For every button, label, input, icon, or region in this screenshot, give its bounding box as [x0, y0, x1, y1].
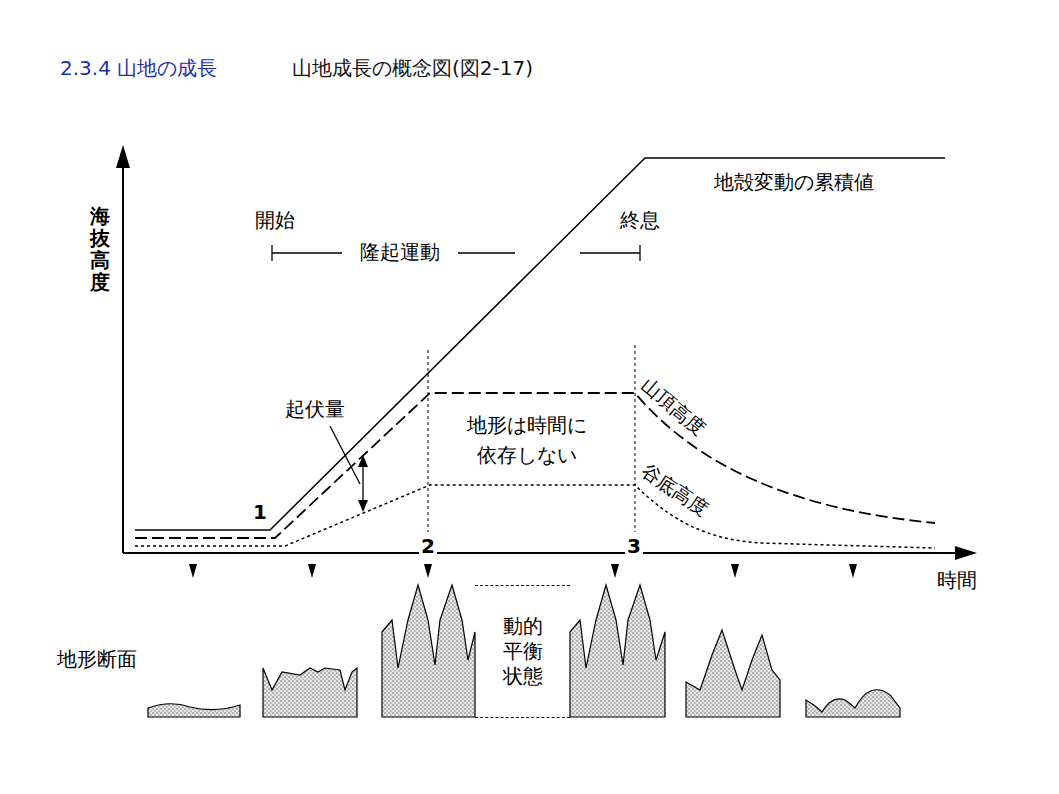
phase-label: 終息 [618, 208, 662, 232]
phase-label: 開始 [253, 208, 297, 232]
arrow-head [358, 500, 368, 512]
note-text: 地形は時間に 依存しない [455, 410, 599, 470]
axis-label: 海抜高度 [90, 205, 110, 293]
curve-label: 山頂高度 [635, 372, 711, 441]
arrow-head [358, 455, 368, 467]
callout-number: 2 [419, 534, 437, 558]
relief-arrow [330, 426, 363, 506]
axis-arrow [116, 145, 130, 168]
landform-profiles [148, 585, 900, 717]
section-label: 地形断面 [55, 647, 139, 671]
callout-number: 1 [251, 500, 269, 524]
summit-curve [135, 393, 935, 538]
valley-curve [135, 485, 935, 548]
cumulative-line [135, 158, 945, 530]
axis-arrow [955, 546, 977, 560]
span-label: 隆起運動 [358, 240, 442, 264]
relief-label: 起伏量 [283, 397, 347, 421]
axis-label: 時間 [935, 568, 979, 592]
uplift-span [272, 245, 640, 261]
equilibrium-box: 動的 平衡 状態 [475, 585, 570, 718]
box-text: 動的 平衡 状態 [491, 614, 555, 689]
slide-title: 2.3.4 山地の成長 [60, 56, 217, 80]
curve-label: 地殻変動の累積値 [712, 170, 876, 194]
figure-caption: 山地成長の概念図(図2-17) [290, 56, 535, 80]
axes [123, 165, 958, 553]
guide-lines [428, 345, 635, 532]
time-markers [189, 564, 857, 578]
callout-number: 3 [625, 534, 643, 558]
curve-label: 谷底高度 [635, 458, 714, 522]
